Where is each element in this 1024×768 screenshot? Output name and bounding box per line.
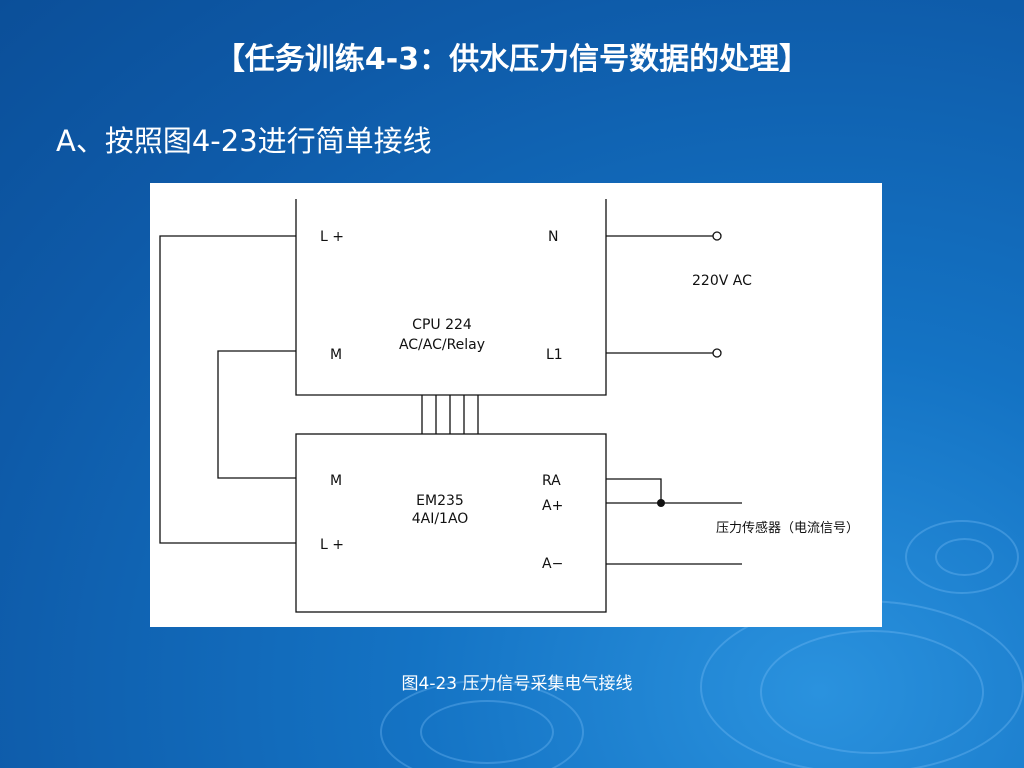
cpu-terminal-m: M [330,347,343,363]
expansion-bus-cable [421,395,479,434]
power-supply-label: 220V AC [692,273,752,289]
cpu-module-outline [295,199,607,396]
em-model-name: EM235 [416,493,464,509]
cpu-terminal-l1: L1 [546,347,563,363]
wiring-lines [159,199,742,613]
em-terminal-a-plus: A+ [542,498,564,514]
cpu-model-type: AC/AC/Relay [398,337,486,353]
figure-caption: 图4-23 压力信号采集电气接线 [401,674,633,694]
em-terminal-ra: RA [542,473,561,489]
wiring-diagram: L + N CPU 224 AC/AC/Relay M L1 M RA EM23… [150,183,882,627]
water-ripple-decoration [420,700,554,764]
wire-l-plus-loop [159,235,296,544]
power-terminal-n-icon [712,231,722,241]
em-terminal-l-plus: L + [320,537,344,553]
pressure-sensor-label: 压力传感器（电流信号） [716,521,860,536]
em-terminal-a-minus: A− [542,556,564,572]
cpu-model-name: CPU 224 [412,317,472,333]
wire-m-loop [217,350,296,479]
slide-subtitle: A、按照图4-23进行简单接线 [56,124,432,158]
em235-module-outline [295,433,607,613]
junction-dot-icon [657,499,665,507]
em-terminal-m: M [330,473,343,489]
wire-ra [606,478,662,503]
power-terminal-l1-icon [712,348,722,358]
cpu-terminal-l-plus: L + [320,229,344,245]
slide-title: 【任务训练4-3：供水压力信号数据的处理】 [214,42,810,77]
water-ripple-decoration [905,520,1019,594]
cpu-terminal-n: N [548,229,559,245]
em-model-type: 4AI/1AO [411,511,469,527]
water-ripple-decoration [935,538,994,576]
